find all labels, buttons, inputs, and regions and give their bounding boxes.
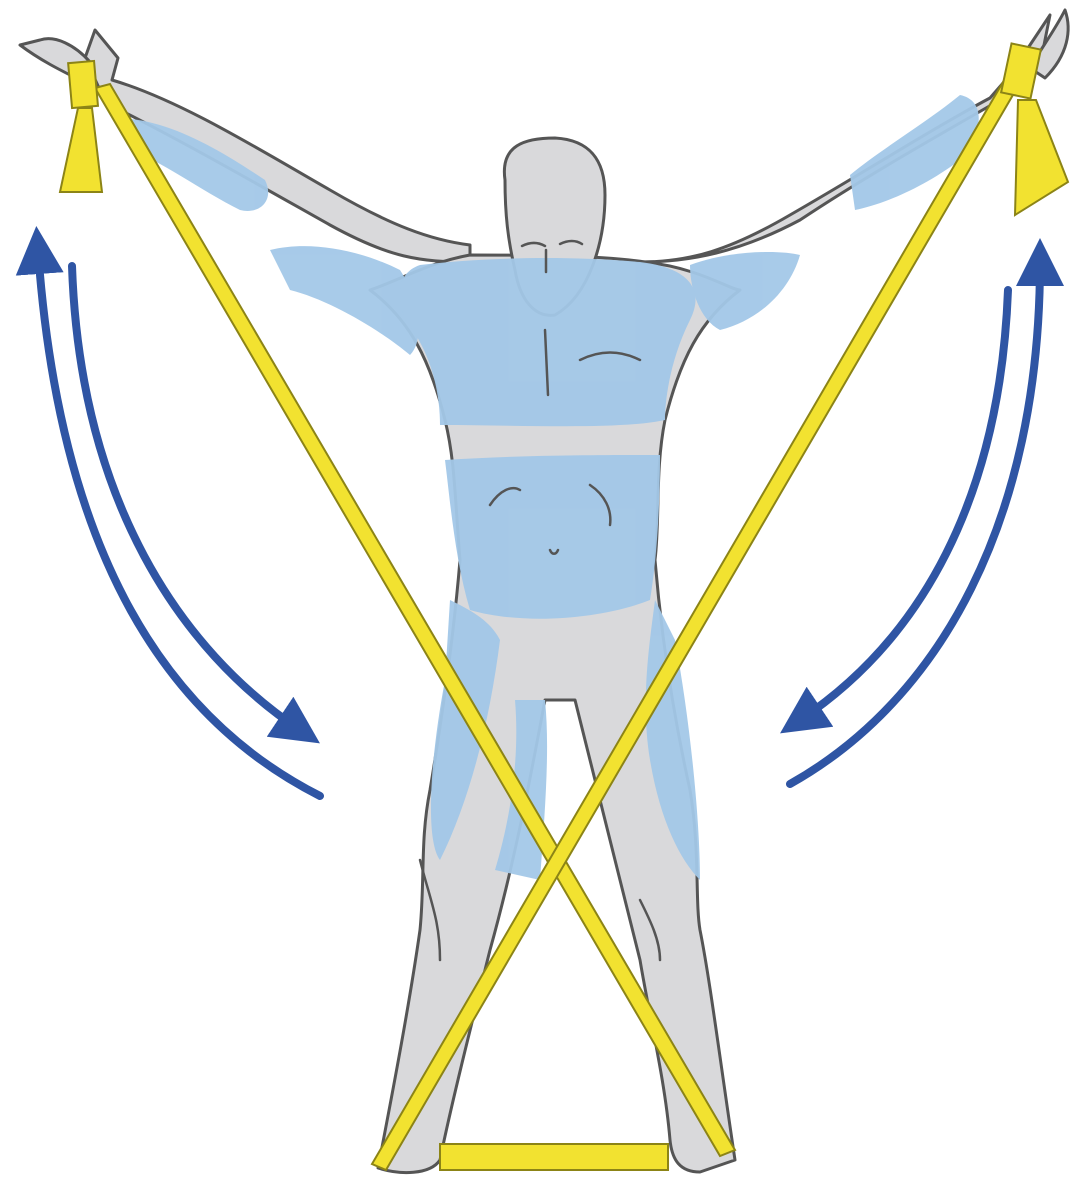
right-shoulder-muscle <box>690 252 800 330</box>
motion-arrows-right <box>790 262 1040 784</box>
band-handle-left <box>68 61 98 108</box>
right-forearm-muscle <box>850 95 979 210</box>
abdomen-muscle <box>445 455 660 619</box>
motion-arrows-left <box>38 250 320 796</box>
band-handle-right <box>1001 43 1041 98</box>
band-handle-right-flare <box>1015 100 1068 215</box>
curved-double-arrow-icon <box>72 266 300 730</box>
band-floor-segment <box>440 1144 668 1170</box>
curved-double-arrow-icon <box>800 290 1008 720</box>
band-handle-left-flare <box>60 108 102 192</box>
left-shoulder-muscle <box>270 246 419 355</box>
chest-muscle <box>400 258 696 426</box>
